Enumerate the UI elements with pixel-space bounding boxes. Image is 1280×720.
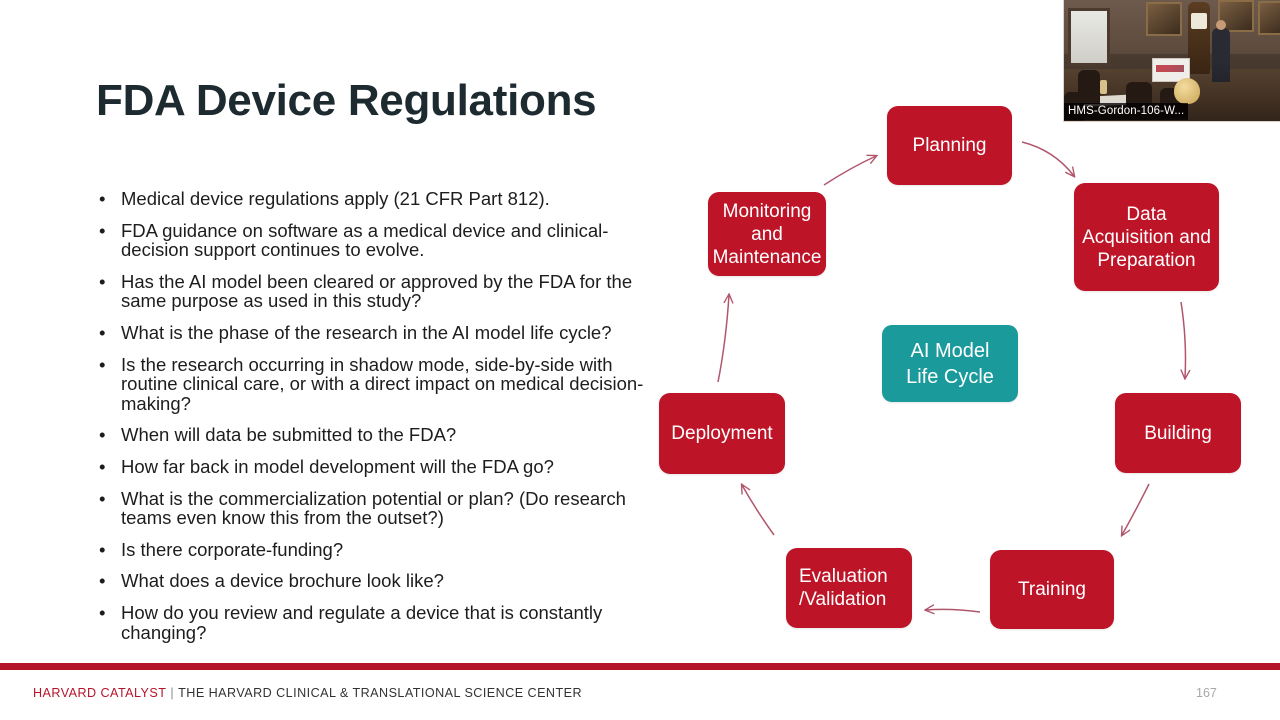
clock-face	[1191, 13, 1207, 29]
arrow-data-to-building	[1181, 301, 1186, 378]
page-title: FDA Device Regulations	[96, 76, 597, 125]
list-item-text: What is the commercialization potential …	[121, 487, 626, 529]
list-item: • How far back in model development will…	[96, 457, 656, 477]
arrow-building-to-training	[1122, 483, 1150, 535]
list-item-text: What does a device brochure look like?	[121, 570, 444, 592]
list-item: • What is the phase of the research in t…	[96, 323, 656, 343]
list-item: • Has the AI model been cleared or appro…	[96, 270, 656, 312]
grandfather-clock	[1188, 2, 1210, 74]
footer-branding: HARVARD CATALYST|THE HARVARD CLINICAL & …	[33, 686, 582, 700]
footer-subtitle: THE HARVARD CLINICAL & TRANSLATIONAL SCI…	[178, 686, 583, 700]
desk-lamp	[1100, 80, 1107, 94]
ai-model-life-cycle-diagram: Planning Data Acquisition and Preparatio…	[650, 80, 1280, 660]
arrow-deployment-to-monitoring	[717, 295, 729, 383]
bullet-marker-icon: •	[99, 270, 106, 292]
bullet-marker-icon: •	[99, 321, 106, 343]
list-item: • Is the research occurring in shadow mo…	[96, 353, 656, 414]
list-item-text: Is the research occurring in shadow mode…	[121, 353, 644, 414]
center-label-line-1: AI Model	[910, 339, 990, 362]
bullet-marker-icon: •	[99, 219, 106, 241]
bullet-marker-icon: •	[99, 570, 106, 592]
window-shape	[1068, 8, 1110, 66]
diagram-center-label: AI Model Life Cycle	[882, 325, 1018, 402]
center-label-line-2: Life Cycle	[906, 365, 994, 388]
portrait-painting	[1146, 2, 1182, 36]
footer-separator: |	[170, 686, 175, 700]
bullet-marker-icon: •	[99, 353, 106, 375]
podium-logo	[1156, 65, 1184, 72]
list-item: • Is there corporate-funding?	[96, 540, 656, 560]
list-item-text: What is the phase of the research in the…	[121, 321, 612, 343]
list-item-text: How do you review and regulate a device …	[121, 601, 603, 643]
speaker-person	[1212, 20, 1230, 82]
diagram-node-building[interactable]: Building	[1115, 393, 1241, 473]
diagram-node-training[interactable]: Training	[990, 550, 1114, 629]
list-item-text: Medical device regulations apply (21 CFR…	[121, 188, 550, 209]
diagram-node-deployment[interactable]: Deployment	[659, 393, 785, 474]
video-caption: HMS-Gordon-106-W...	[1064, 103, 1189, 120]
speaker-head	[1216, 20, 1226, 30]
audience-person-foreground	[1174, 78, 1200, 104]
bullet-list: • Medical device regulations apply (21 C…	[96, 189, 656, 654]
diagram-node-evaluation-validation[interactable]: Evaluation /Validation	[786, 548, 912, 628]
list-item-text: How far back in model development will t…	[121, 455, 554, 477]
bullet-marker-icon: •	[99, 538, 106, 560]
list-item: • When will data be submitted to the FDA…	[96, 425, 656, 445]
list-item: • Medical device regulations apply (21 C…	[96, 189, 656, 209]
list-item: • How do you review and regulate a devic…	[96, 603, 656, 642]
list-item: • FDA guidance on software as a medical …	[96, 219, 656, 261]
arrow-monitoring-to-planning	[823, 156, 876, 186]
portrait-painting	[1258, 1, 1280, 35]
bullet-marker-icon: •	[99, 487, 106, 509]
arrow-training-to-evaluation	[926, 609, 981, 612]
list-item-text: FDA guidance on software as a medical de…	[121, 219, 609, 261]
bullet-marker-icon: •	[99, 455, 106, 477]
list-item-text: Has the AI model been cleared or approve…	[121, 270, 633, 312]
footer-divider	[0, 663, 1280, 670]
list-item: • What does a device brochure look like?	[96, 571, 656, 591]
bullet-marker-icon: •	[99, 188, 106, 209]
list-item-text: Is there corporate-funding?	[121, 538, 344, 560]
list-item-text: When will data be submitted to the FDA?	[121, 424, 457, 446]
arrow-planning-to-data	[1021, 141, 1074, 176]
bullet-marker-icon: •	[99, 601, 106, 623]
arrow-evaluation-to-deployment	[742, 485, 775, 536]
footer-brand-name: HARVARD CATALYST	[33, 686, 167, 700]
list-item: • What is the commercialization potentia…	[96, 487, 656, 529]
video-thumbnail[interactable]: HMS-Gordon-106-W...	[1063, 0, 1280, 122]
diagram-node-monitoring-maintenance[interactable]: Monitoring and Maintenance	[708, 192, 826, 276]
diagram-node-data-acquisition[interactable]: Data Acquisition and Preparation	[1074, 183, 1219, 291]
diagram-node-planning[interactable]: Planning	[887, 106, 1012, 185]
bullet-marker-icon: •	[99, 424, 106, 446]
slide-number: 167	[1196, 686, 1217, 700]
